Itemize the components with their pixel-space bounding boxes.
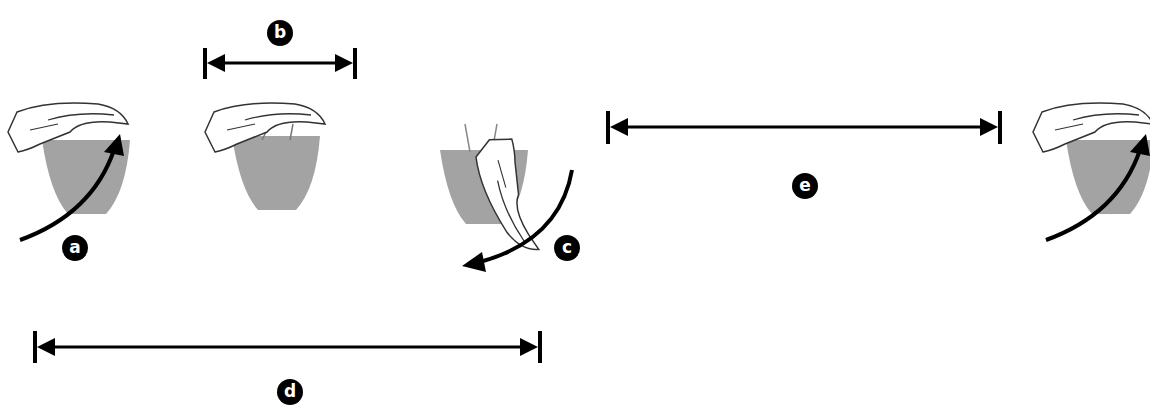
time-bracket [205,48,355,79]
arrow-head [104,134,124,156]
motion-arrow [20,150,114,240]
motion-arrow [1046,150,1140,240]
mandible-figure [205,103,325,210]
arrow-head [1130,134,1150,156]
callout-letter: a [62,235,88,261]
callout-letter: d [277,379,303,405]
callout-letter: c [554,235,580,261]
callout-letter: e [792,173,818,199]
mandible-figure [440,124,572,272]
time-bracket [35,331,540,363]
callout-letter: b [267,20,293,46]
mandible-figure [1033,103,1150,240]
mandible-figure [8,103,130,240]
time-bracket [608,111,1000,144]
arrow-head [462,252,486,272]
